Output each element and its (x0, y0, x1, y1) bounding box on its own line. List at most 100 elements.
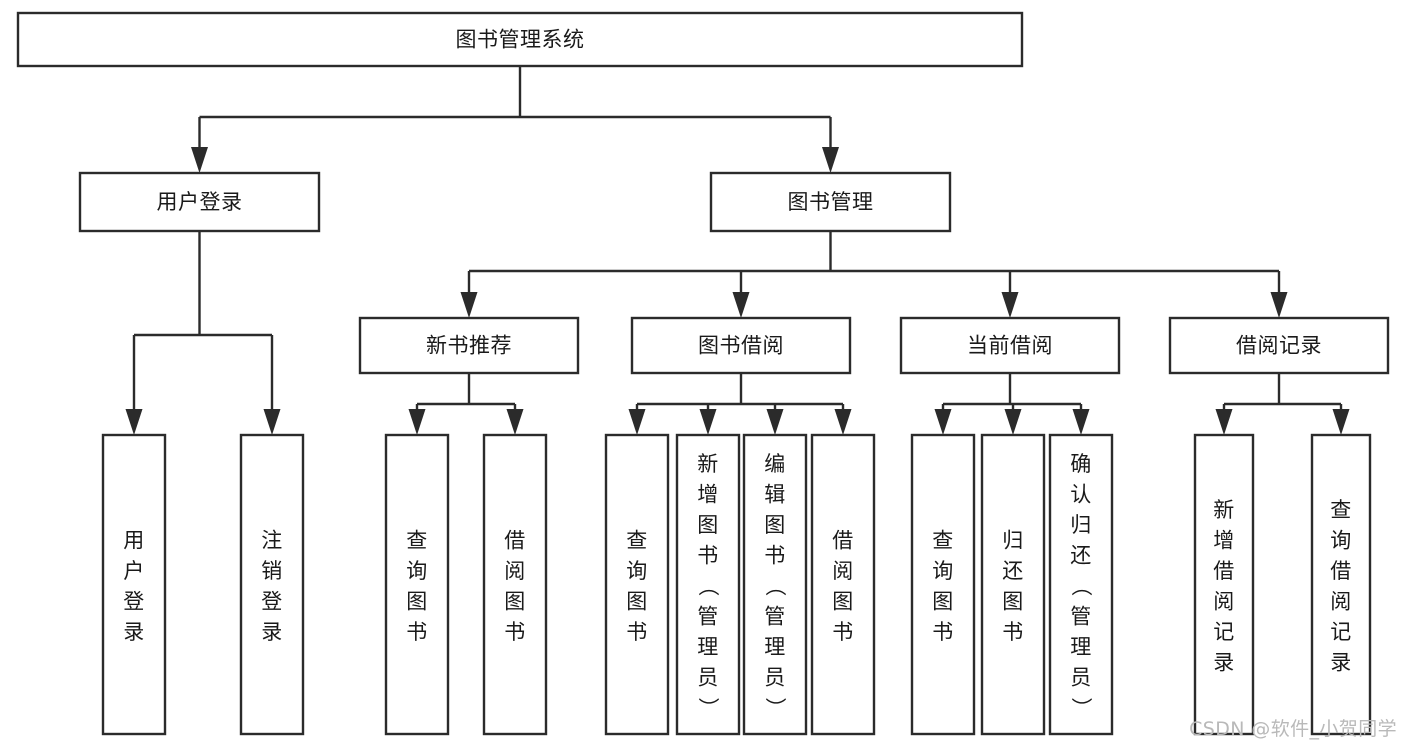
node-label-return-book-char-3: 书 (1002, 620, 1024, 644)
node-label-borrow-book-2-char-2: 图 (832, 589, 854, 613)
node-label-add-book-char-4: （ (696, 575, 720, 597)
node-label-add-book-char-8: ） (696, 697, 720, 719)
node-login-do[interactable]: 用户登录 (101, 433, 167, 736)
node-box-login-do[interactable] (101, 433, 167, 736)
node-label-add-book-char-3: 书 (697, 544, 719, 568)
node-box-query-record[interactable] (1310, 433, 1372, 736)
node-label-edit-book-char-6: 理 (764, 635, 786, 659)
node-book-borrow[interactable]: 图书借阅 (630, 316, 852, 375)
node-label-query-book-1-char-0: 查 (406, 528, 428, 552)
book-manage-to-borrow-record-arrowhead (1270, 292, 1288, 318)
node-label-add-record-char-3: 阅 (1213, 589, 1235, 613)
node-box-query-book-2[interactable] (604, 433, 670, 736)
node-label-borrow-book-2-char-3: 书 (832, 620, 854, 644)
node-box-query-book-3[interactable] (910, 433, 976, 736)
node-label-logout-do-char-3: 录 (261, 620, 283, 644)
book-manage-to-new-book-rec-arrowhead (460, 292, 478, 318)
node-label-query-book-2-char-1: 询 (626, 559, 648, 583)
node-box-logout-do[interactable] (239, 433, 305, 736)
node-label-query-record-char-4: 记 (1330, 620, 1352, 644)
node-box-root[interactable] (16, 11, 1024, 68)
book-borrow-to-edit-book-arrowhead (766, 409, 784, 435)
node-label-logout-do-char-0: 注 (261, 528, 283, 552)
new-book-rec-to-query-book-1-arrowhead (408, 409, 426, 435)
node-current-borrow[interactable]: 当前借阅 (899, 316, 1121, 375)
node-label-add-book-char-0: 新 (697, 452, 719, 476)
node-box-add-record[interactable] (1193, 433, 1255, 736)
node-label-borrow-record: 借阅记录 (1236, 334, 1322, 358)
node-box-borrow-record[interactable] (1168, 316, 1390, 375)
node-label-login-do-char-0: 用 (123, 528, 145, 552)
book-manage-to-current-borrow-arrowhead (1001, 292, 1019, 318)
node-box-query-book-1[interactable] (384, 433, 450, 736)
node-label-new-book-rec: 新书推荐 (426, 334, 512, 358)
node-label-borrow-book-1-char-0: 借 (504, 528, 526, 552)
node-box-book-manage[interactable] (709, 171, 952, 233)
node-label-logout-do-char-1: 销 (261, 559, 283, 583)
node-label-return-book-char-0: 归 (1002, 528, 1024, 552)
node-label-login-do-char-3: 录 (123, 620, 145, 644)
node-label-add-book-char-2: 图 (697, 513, 719, 537)
node-label-confirm-return-char-2: 归 (1070, 513, 1092, 537)
user-login-to-login-do-arrowhead (125, 409, 143, 435)
current-borrow-to-confirm-return-arrowhead (1072, 409, 1090, 435)
node-user-login[interactable]: 用户登录 (78, 171, 321, 233)
node-new-book-rec[interactable]: 新书推荐 (358, 316, 580, 375)
node-box-return-book[interactable] (980, 433, 1046, 736)
node-label-confirm-return-char-3: 还 (1070, 544, 1092, 568)
node-label-query-record-char-5: 录 (1330, 650, 1352, 674)
node-root[interactable]: 图书管理系统 (16, 11, 1024, 68)
book-borrow-to-add-book-arrowhead (699, 409, 717, 435)
current-borrow-to-query-book-3-arrowhead (934, 409, 952, 435)
new-book-rec-to-borrow-book-1-arrowhead (506, 409, 524, 435)
node-box-confirm-return[interactable] (1048, 433, 1114, 736)
node-box-current-borrow[interactable] (899, 316, 1121, 375)
node-box-book-borrow[interactable] (630, 316, 852, 375)
current-borrow-to-return-book-arrowhead (1004, 409, 1022, 435)
book-manage-to-book-borrow-arrowhead (732, 292, 750, 318)
node-label-query-book-2-char-2: 图 (626, 589, 648, 613)
node-book-manage[interactable]: 图书管理 (709, 171, 952, 233)
node-label-borrow-book-1-char-3: 书 (504, 620, 526, 644)
connector-layer (125, 66, 1350, 435)
node-label-add-record-char-4: 记 (1213, 620, 1235, 644)
node-label-query-record-char-2: 借 (1330, 559, 1352, 583)
node-layer: 图书管理系统用户登录图书管理用户登录注销登录新书推荐查询图书借阅图书图书借阅查询… (16, 11, 1390, 736)
node-label-confirm-return-char-5: 管 (1070, 605, 1092, 629)
node-label-logout-do-char-2: 登 (261, 589, 283, 613)
node-label-edit-book-char-5: 管 (764, 605, 786, 629)
node-box-edit-book[interactable] (742, 433, 808, 736)
node-label-book-manage: 图书管理 (788, 190, 874, 214)
node-label-add-book-char-5: 管 (697, 605, 719, 629)
book-borrow-to-borrow-book-2-arrowhead (834, 409, 852, 435)
node-label-add-record-char-0: 新 (1213, 498, 1235, 522)
node-box-borrow-book-2[interactable] (810, 433, 876, 736)
node-label-edit-book-char-2: 图 (764, 513, 786, 537)
node-label-add-record-char-1: 增 (1213, 528, 1235, 552)
node-label-query-book-3-char-1: 询 (932, 559, 954, 583)
node-label-edit-book-char-0: 编 (764, 452, 786, 476)
node-label-borrow-book-2-char-1: 阅 (832, 559, 854, 583)
node-box-user-login[interactable] (78, 171, 321, 233)
node-box-new-book-rec[interactable] (358, 316, 580, 375)
node-box-borrow-book-1[interactable] (482, 433, 548, 736)
node-label-confirm-return-char-4: （ (1069, 575, 1093, 597)
node-borrow-record[interactable]: 借阅记录 (1168, 316, 1390, 375)
root-to-user-login-arrowhead (191, 147, 208, 173)
node-label-edit-book-char-8: ） (763, 697, 787, 719)
node-box-add-book[interactable] (675, 433, 741, 736)
node-label-edit-book-char-7: 员 (764, 666, 786, 690)
